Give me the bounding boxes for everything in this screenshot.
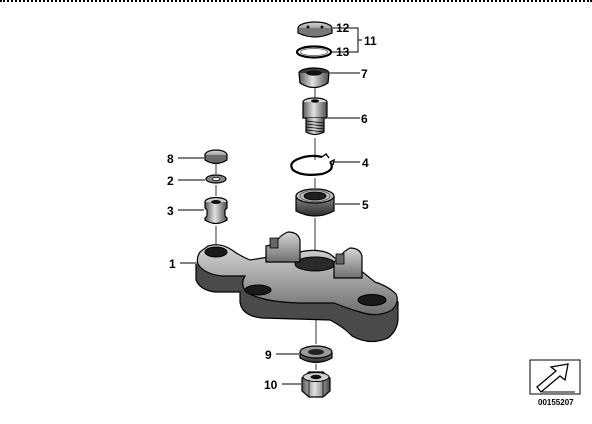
callout-5: 5 [362,198,369,212]
callout-6: 6 [361,112,368,126]
part-9-washer [299,345,333,364]
part-3-bushing [204,196,228,225]
callout-3: 3 [167,204,174,218]
callout-12: 12 [336,21,350,35]
callout-7: 7 [361,67,368,81]
part-7-plug [298,67,330,89]
part-6-screw [302,97,328,136]
bracket-11 [353,27,359,53]
arrow-nav-icon[interactable] [529,359,581,395]
part-10-nut [301,371,331,398]
part-13-o-ring [295,45,333,59]
callout-1: 1 [169,257,176,271]
part-8-cap [204,149,228,165]
callout-11: 11 [364,34,377,48]
callout-2: 2 [167,174,174,188]
leader-lines [178,27,362,385]
callout-4: 4 [362,156,369,170]
part-2-washer [205,174,227,184]
part-5-bearing [295,188,335,217]
callout-10: 10 [264,378,278,392]
part-1-fork-bridge [195,231,399,343]
callout-8: 8 [167,152,174,166]
diagram-id: 00155207 [538,398,574,407]
axis-lines [215,88,317,370]
callout-labels: 12 13 11 7 6 4 5 8 2 3 1 9 10 [167,21,377,392]
part-12-cap [297,21,333,38]
callout-13: 13 [336,45,350,59]
part-4-circlip [290,153,335,176]
top-dotted-rule [0,0,592,4]
callout-9: 9 [265,348,272,362]
